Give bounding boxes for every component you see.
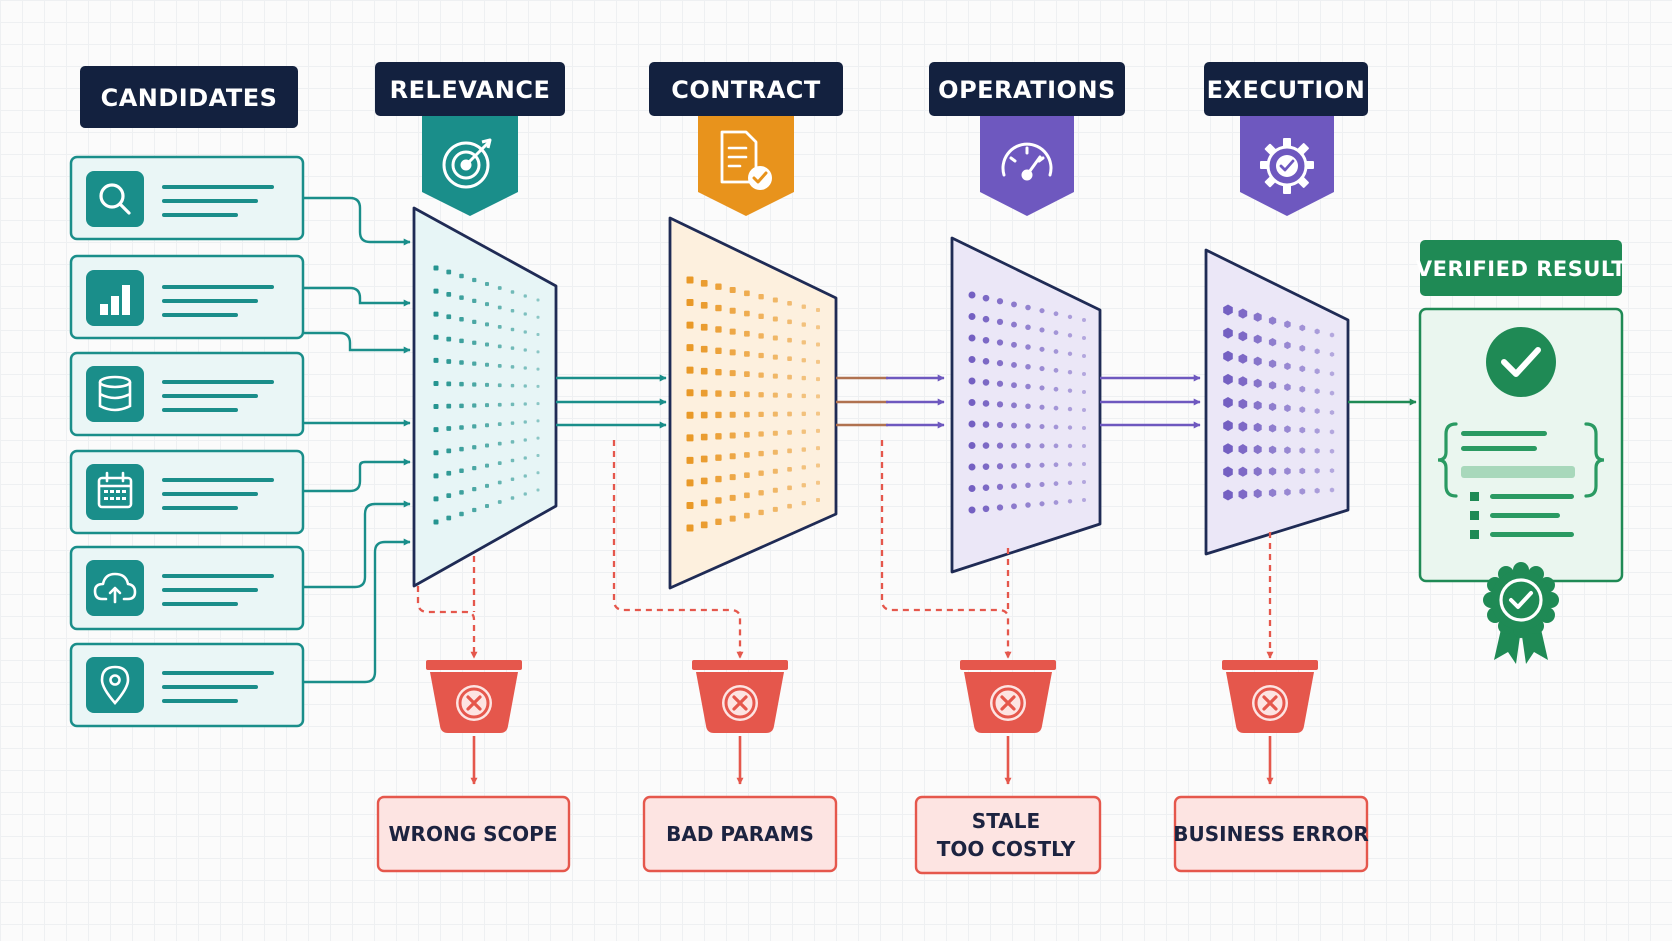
calendar-icon	[97, 471, 133, 509]
gear-check-icon	[1260, 138, 1314, 194]
outcome-business-error-label: BUSINESS ERROR	[1173, 822, 1368, 846]
candidate-card-database[interactable]	[69, 351, 305, 437]
candidate-card-location[interactable]	[69, 642, 305, 728]
outcome-bad-params-label: BAD PARAMS	[666, 822, 814, 846]
cloud-upload-icon	[93, 572, 137, 604]
reject-x-icon	[456, 685, 492, 721]
operations-to-execution-arrows	[1100, 374, 1201, 429]
database-icon	[98, 375, 132, 412]
outcome-business-error: BUSINESS ERROR	[1173, 795, 1369, 873]
reject-bucket-relevance	[426, 660, 522, 733]
stage-execution-badge	[1240, 116, 1334, 216]
candidate-card-search[interactable]	[69, 155, 305, 241]
target-icon	[442, 138, 492, 189]
stage-relevance-title: RELEVANCE	[390, 76, 551, 104]
reject-bucket-operations	[960, 660, 1056, 733]
candidate-card-chart[interactable]	[69, 254, 305, 340]
document-check-icon	[720, 130, 772, 190]
result-title: VERIFIED RESULT	[1416, 257, 1626, 281]
candidates-header: CANDIDATES	[80, 66, 298, 128]
search-icon	[99, 183, 131, 215]
stage-operations-badge	[980, 116, 1074, 216]
candidate-card-calendar[interactable]	[69, 449, 305, 535]
stage-contract-filter	[668, 216, 838, 590]
outcome-bad-params: BAD PARAMS	[642, 795, 838, 873]
stage-contract-title: CONTRACT	[671, 76, 821, 104]
stage-execution-title: EXECUTION	[1207, 76, 1366, 104]
bar-chart-icon	[100, 285, 130, 315]
reject-x-icon	[1252, 685, 1288, 721]
relevance-to-contract-arrows	[556, 374, 667, 429]
gauge-icon	[1001, 142, 1053, 181]
verified-ribbon-icon	[1483, 562, 1559, 664]
reject-x-icon	[722, 685, 758, 721]
stage-contract-badge	[698, 116, 794, 216]
reject-x-icon	[990, 685, 1026, 721]
outcome-too-costly-label: TOO COSTLY	[937, 837, 1076, 861]
stage-operations-title: OPERATIONS	[938, 76, 1116, 104]
reject-solid-arrows	[470, 736, 1274, 785]
stage-relevance-badge	[422, 116, 518, 216]
outcome-wrong-scope: WRONG SCOPE	[376, 795, 571, 873]
outcome-stale-label: STALE	[972, 809, 1040, 833]
stage-relevance-filter	[412, 206, 558, 588]
map-pin-icon	[100, 665, 130, 705]
result-content-lines	[1461, 431, 1575, 539]
contract-to-operations-arrows	[836, 374, 945, 429]
stage-operations-filter	[950, 236, 1102, 574]
stage-execution-header: EXECUTION	[1204, 62, 1368, 116]
candidates-title: CANDIDATES	[101, 84, 278, 112]
stage-operations-header: OPERATIONS	[929, 62, 1125, 116]
check-circle-icon	[1486, 327, 1556, 397]
outcome-stale-too-costly: STALE TOO COSTLY	[914, 795, 1102, 875]
candidate-connectors	[303, 196, 411, 684]
outcome-wrong-scope-label: WRONG SCOPE	[389, 822, 558, 846]
stage-relevance-header: RELEVANCE	[375, 62, 565, 116]
candidate-card-cloud[interactable]	[69, 545, 305, 631]
reject-paths	[416, 440, 1274, 659]
reject-bucket-execution	[1222, 660, 1318, 733]
stage-contract-header: CONTRACT	[649, 62, 843, 116]
reject-bucket-contract	[692, 660, 788, 733]
result-header: VERIFIED RESULT	[1416, 240, 1626, 296]
json-braces	[1437, 422, 1605, 498]
stage-execution-filter	[1204, 248, 1350, 556]
result-card	[1418, 307, 1624, 583]
